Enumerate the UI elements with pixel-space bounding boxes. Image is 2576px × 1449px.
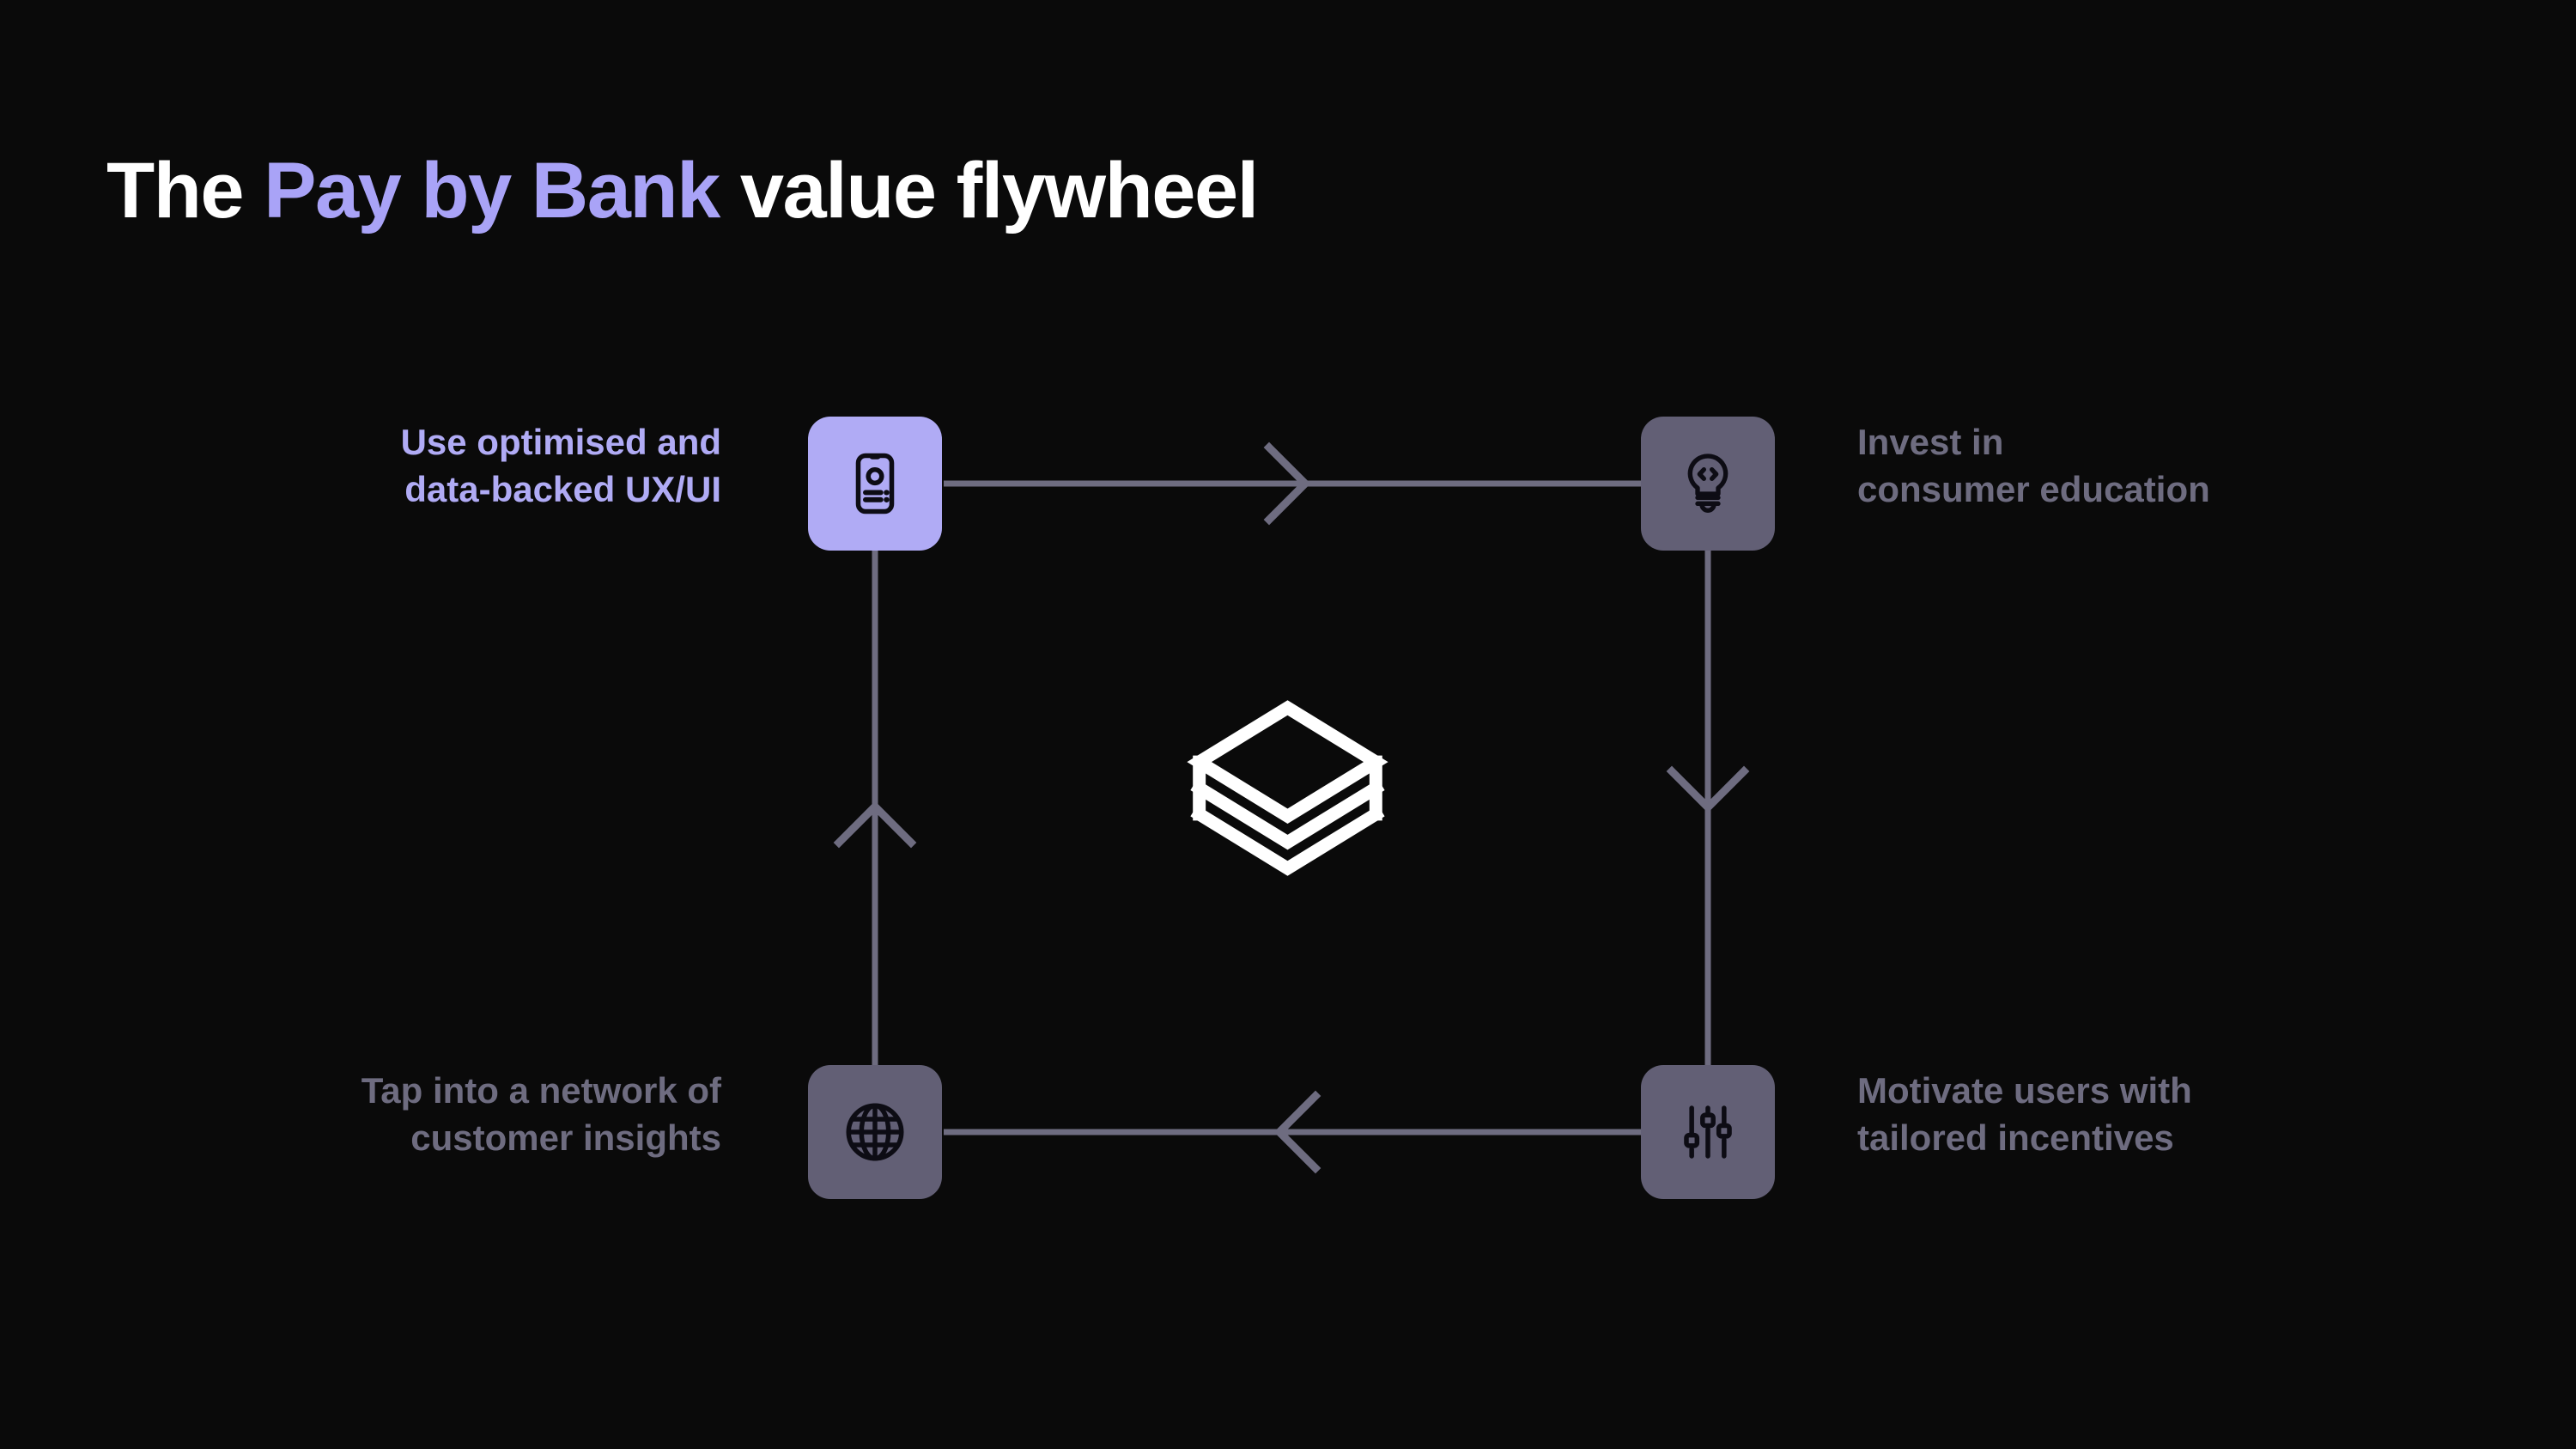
- arrowhead-up-icon: [833, 801, 917, 849]
- page-title-prefix: The: [106, 146, 264, 234]
- flywheel-node-bottom-right[interactable]: [1641, 1065, 1775, 1199]
- lightbulb-code-icon: [1674, 449, 1742, 518]
- flywheel-label-bottom-left: Tap into a network of customer insights: [361, 1070, 721, 1159]
- arrowhead-down-icon: [1666, 765, 1750, 813]
- flywheel-label-top-left: Use optimised and data-backed UX/UI: [400, 422, 721, 510]
- flywheel-node-bottom-left[interactable]: [808, 1065, 942, 1199]
- connector-top-edge: [944, 441, 1641, 526]
- globe-icon: [840, 1097, 910, 1167]
- arrowhead-right-icon: [1263, 441, 1311, 526]
- connector-right-edge: [1666, 551, 1750, 1065]
- page-title: The Pay by Bank value flywheel: [106, 146, 1259, 234]
- mobile-ux-icon: [841, 450, 908, 517]
- sliders-icon: [1674, 1099, 1741, 1166]
- flywheel-node-top-left[interactable]: [808, 417, 942, 551]
- flywheel-label-bottom-right: Motivate users with tailored incentives: [1857, 1070, 2192, 1159]
- page-title-suffix: value flywheel: [719, 146, 1259, 234]
- flywheel-label-top-right: Invest in consumer education: [1857, 422, 2210, 510]
- page-title-accent: Pay by Bank: [264, 146, 720, 234]
- arrowhead-left-icon: [1273, 1090, 1321, 1174]
- connector-bottom-edge: [944, 1090, 1641, 1174]
- layers-stack-logo: [1187, 696, 1388, 880]
- connector-left-edge: [833, 551, 917, 1065]
- flywheel-node-top-right[interactable]: [1641, 417, 1775, 551]
